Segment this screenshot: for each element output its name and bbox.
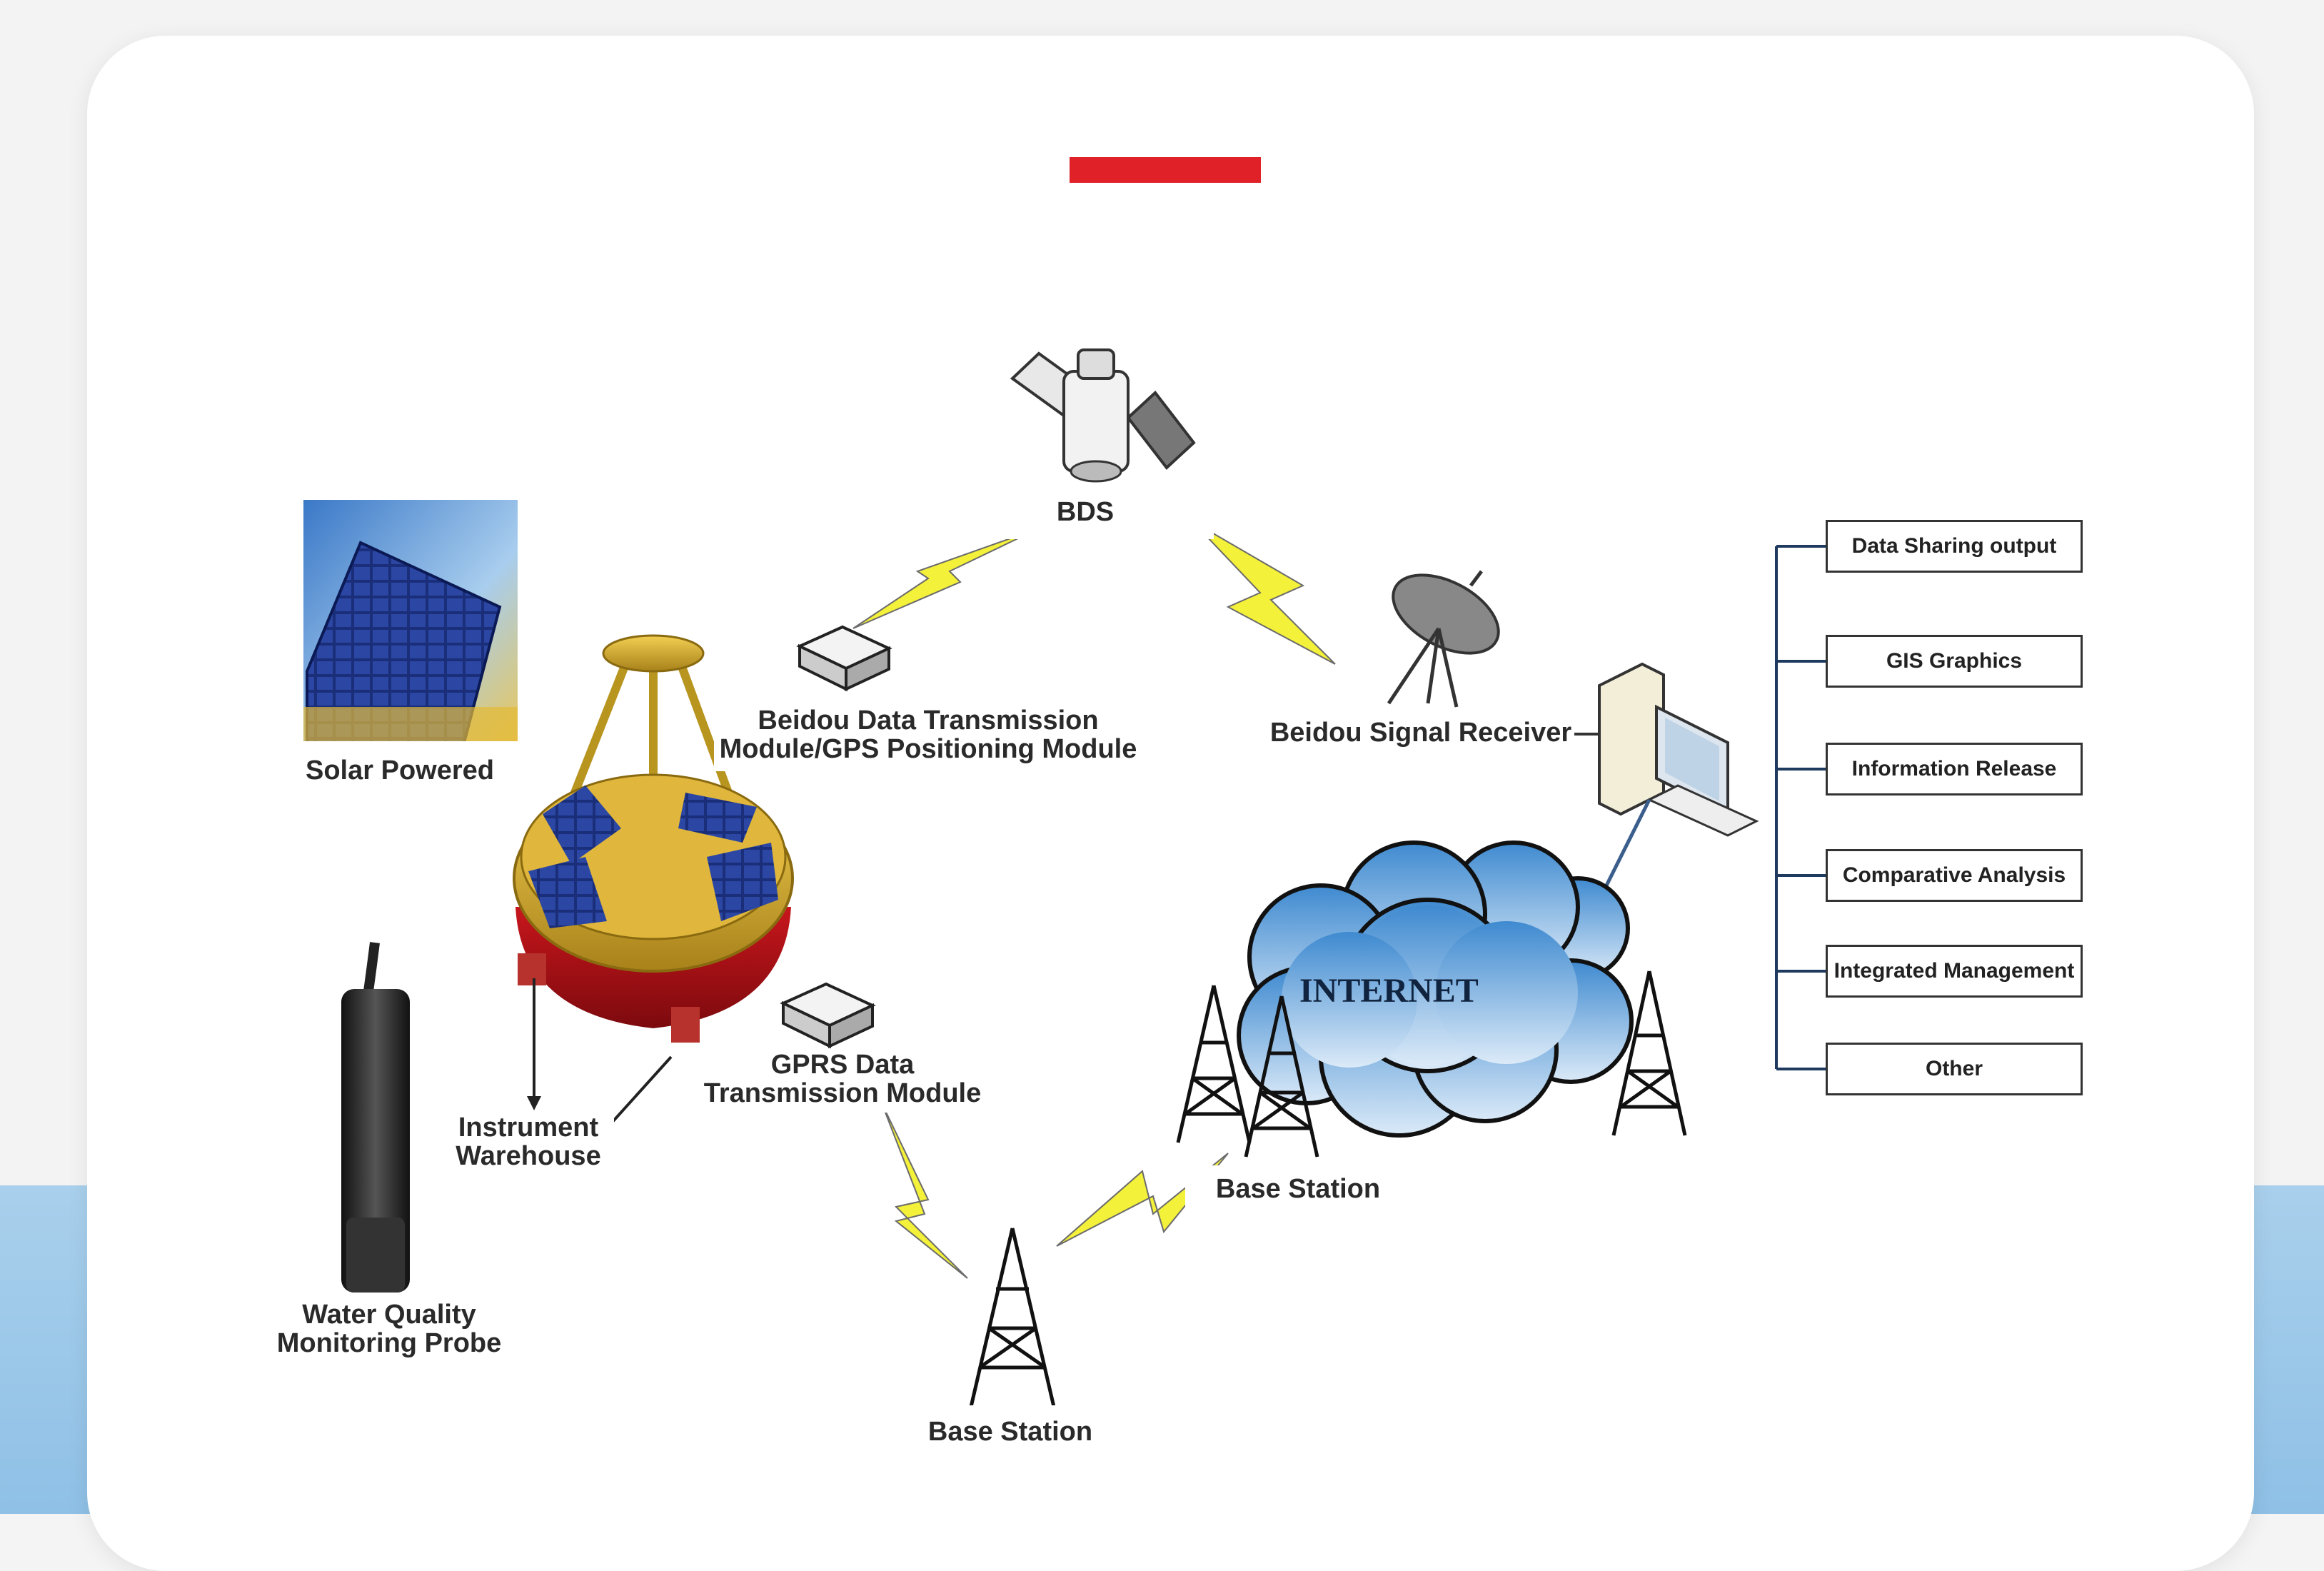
lightning-icon <box>852 521 1336 1279</box>
dish-antenna-icon <box>1387 570 1500 708</box>
output-data-sharing: Data Sharing output <box>1826 520 2083 573</box>
warehouse-label-line1: Instrument <box>458 1113 599 1143</box>
output-information-release: Information Release <box>1826 743 2083 795</box>
gprs-module-icon <box>780 982 876 1049</box>
computer-internet-link <box>1604 798 1651 887</box>
warehouse-label: Instrument Warehouse <box>443 1113 614 1177</box>
satellite-label: BDS <box>957 488 1214 539</box>
beidou-module-label: Beidou Data Transmission Module/GPS Posi… <box>714 706 1142 771</box>
beidou-module-icon <box>796 625 892 692</box>
probe-label-line1: Water Quality <box>302 1300 476 1330</box>
internet-label: INTERNET <box>1299 972 1479 1010</box>
probe-label: Water Quality Monitoring Probe <box>257 1300 521 1364</box>
gprs-label-line2: Transmission Module <box>703 1078 982 1108</box>
tower-icon-bottom <box>969 1228 1056 1407</box>
probe-label-line2: Monitoring Probe <box>276 1327 502 1358</box>
computer-icon <box>1598 662 1759 837</box>
system-diagram <box>303 348 1759 1407</box>
gprs-label: GPRS Data Transmission Module <box>685 1050 1000 1113</box>
buoy-icon <box>513 634 794 1043</box>
output-comparative-analysis: Comparative Analysis <box>1826 849 2083 902</box>
output-tree <box>1775 545 1826 1070</box>
tower-icon-left <box>1176 985 1252 1143</box>
beidou-module-label-line2: Module/GPS Positioning Module <box>719 733 1137 764</box>
base-station-bottom-label: Base Station <box>880 1405 1141 1458</box>
output-gis-graphics: GIS Graphics <box>1826 635 2083 688</box>
solar-panel-icon <box>303 500 518 744</box>
warehouse-label-line2: Warehouse <box>456 1140 601 1171</box>
accent-bar <box>1070 157 1261 183</box>
receiver-label: Beidou Signal Receiver <box>1267 711 1574 759</box>
tower-icon-right <box>1611 970 1687 1136</box>
gprs-label-line1: GPRS Data <box>770 1050 915 1080</box>
beidou-module-label-line1: Beidou Data Transmission <box>758 706 1099 736</box>
base-station-right-label: Base Station <box>1185 1165 1411 1215</box>
satellite-icon <box>1010 348 1196 483</box>
solar-label: Solar Powered <box>271 741 528 793</box>
output-other: Other <box>1826 1043 2083 1095</box>
probe-icon <box>341 942 410 1293</box>
cloud-icon <box>1237 840 1634 1138</box>
tower-icon-mid <box>1244 995 1319 1158</box>
output-integrated-management: Integrated Management <box>1826 945 2083 998</box>
